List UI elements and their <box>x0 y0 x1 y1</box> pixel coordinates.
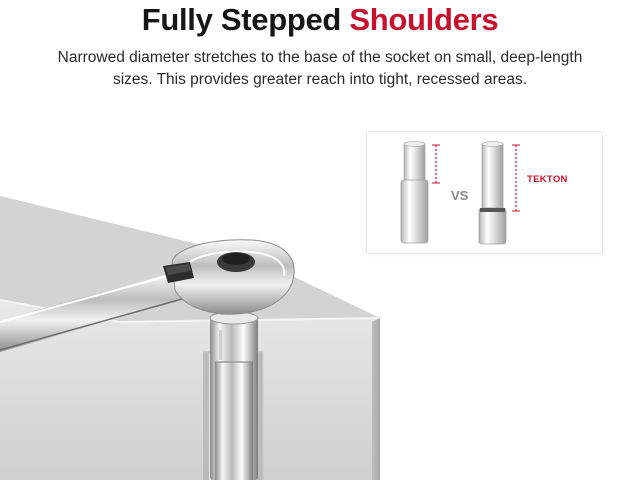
competitor-socket <box>400 141 440 244</box>
description: Narrowed diameter stretches to the base … <box>30 47 610 91</box>
title-accent: Shoulders <box>349 2 499 37</box>
tekton-logo: TEKTON <box>527 174 568 185</box>
vs-label: VS <box>451 188 469 203</box>
description-line-2: sizes. This provides greater reach into … <box>112 71 528 88</box>
tekton-socket <box>478 141 520 245</box>
page-title: Fully Stepped Shoulders <box>0 2 640 38</box>
deep-socket <box>209 311 259 480</box>
title-main: Fully Stepped <box>141 2 342 37</box>
ratchet-head <box>163 239 295 315</box>
description-line-1: Narrowed diameter stretches to the base … <box>57 49 583 66</box>
ratchet-handle <box>0 272 183 352</box>
